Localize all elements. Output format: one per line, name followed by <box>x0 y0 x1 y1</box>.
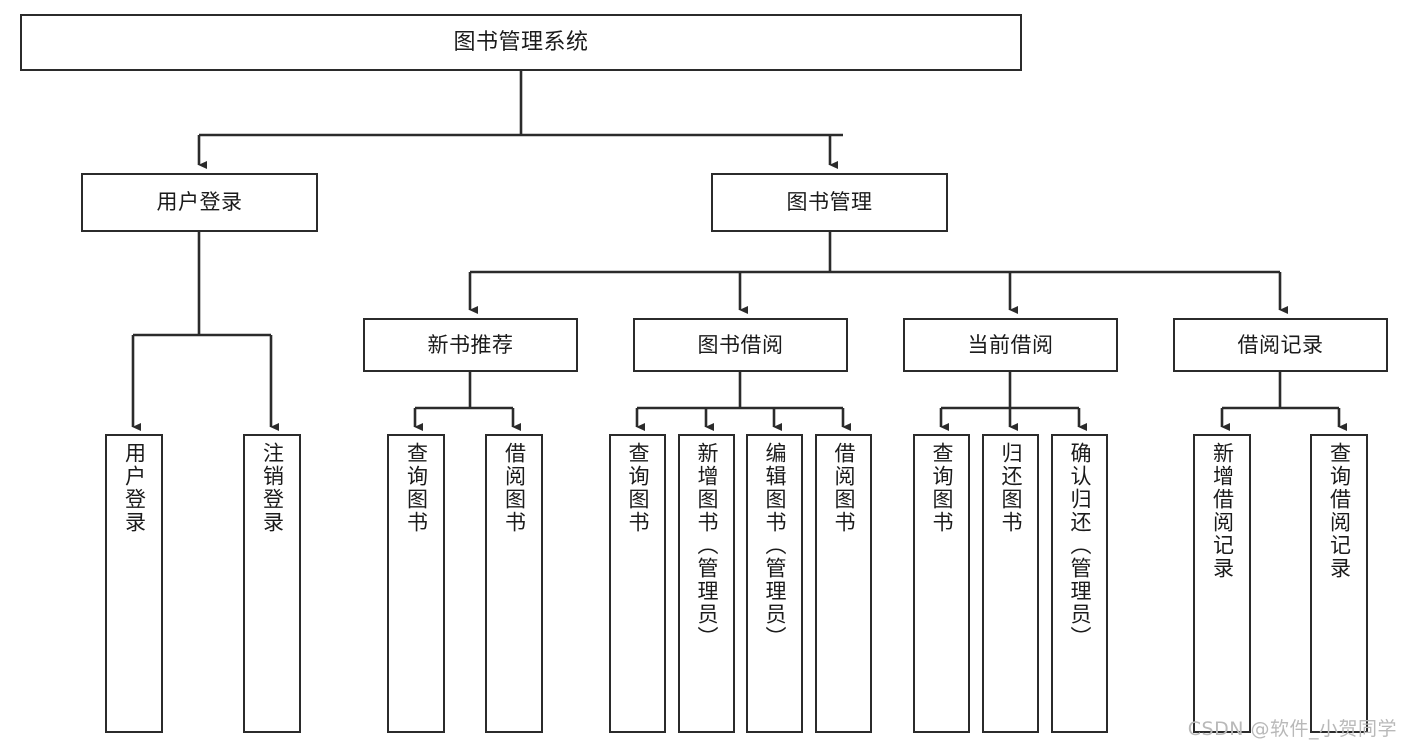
node-leaf-borrow-book[interactable]: 借阅图书 <box>815 434 872 733</box>
node-leaf-user-login-label: 用户登录 <box>122 442 147 534</box>
node-leaf-query-book-rec-label: 查询图书 <box>404 442 429 534</box>
node-leaf-confirm-return-admin-label: 确认归还（管理员） <box>1068 442 1092 649</box>
node-user-login[interactable]: 用户登录 <box>81 173 318 232</box>
node-book-borrow[interactable]: 图书借阅 <box>633 318 848 372</box>
node-leaf-add-borrow-record[interactable]: 新增借阅记录 <box>1193 434 1251 733</box>
node-root[interactable]: 图书管理系统 <box>20 14 1022 71</box>
node-book-manage-label: 图书管理 <box>786 190 873 215</box>
node-leaf-query-borrow-record-label: 查询借阅记录 <box>1327 442 1352 580</box>
node-book-manage[interactable]: 图书管理 <box>711 173 948 232</box>
node-leaf-edit-book-admin[interactable]: 编辑图书（管理员） <box>746 434 803 733</box>
node-root-label: 图书管理系统 <box>453 29 589 55</box>
node-leaf-borrow-book-rec-label: 借阅图书 <box>502 442 527 534</box>
node-leaf-query-book-label: 查询图书 <box>626 442 650 534</box>
node-leaf-user-logout[interactable]: 注销登录 <box>243 434 301 733</box>
csdn-watermark: CSDN @软件_小贺同学 <box>1187 718 1397 740</box>
node-leaf-borrow-book-label: 借阅图书 <box>832 442 856 534</box>
node-borrow-record[interactable]: 借阅记录 <box>1173 318 1388 372</box>
node-new-book-rec-label: 新书推荐 <box>427 332 514 357</box>
node-user-login-label: 用户登录 <box>156 190 243 215</box>
node-leaf-edit-book-admin-label: 编辑图书（管理员） <box>763 442 787 649</box>
node-leaf-confirm-return-admin[interactable]: 确认归还（管理员） <box>1051 434 1108 733</box>
node-current-borrow[interactable]: 当前借阅 <box>903 318 1118 372</box>
node-borrow-record-label: 借阅记录 <box>1237 332 1324 357</box>
node-leaf-user-logout-label: 注销登录 <box>260 442 285 534</box>
node-leaf-query-book-rec[interactable]: 查询图书 <box>387 434 445 733</box>
node-leaf-user-login[interactable]: 用户登录 <box>105 434 163 733</box>
node-leaf-query-borrow-record[interactable]: 查询借阅记录 <box>1310 434 1368 733</box>
node-leaf-return-book-label: 归还图书 <box>999 442 1023 534</box>
node-leaf-return-book[interactable]: 归还图书 <box>982 434 1039 733</box>
node-current-borrow-label: 当前借阅 <box>967 332 1054 357</box>
node-leaf-add-borrow-record-label: 新增借阅记录 <box>1210 442 1235 580</box>
node-leaf-add-book-admin-label: 新增图书（管理员） <box>695 442 719 649</box>
node-new-book-rec[interactable]: 新书推荐 <box>363 318 578 372</box>
node-leaf-borrow-book-rec[interactable]: 借阅图书 <box>485 434 543 733</box>
node-book-borrow-label: 图书借阅 <box>697 332 784 357</box>
node-leaf-query-book[interactable]: 查询图书 <box>609 434 666 733</box>
node-leaf-query-book-current-label: 查询图书 <box>930 442 954 534</box>
node-leaf-add-book-admin[interactable]: 新增图书（管理员） <box>678 434 735 733</box>
node-leaf-query-book-current[interactable]: 查询图书 <box>913 434 970 733</box>
